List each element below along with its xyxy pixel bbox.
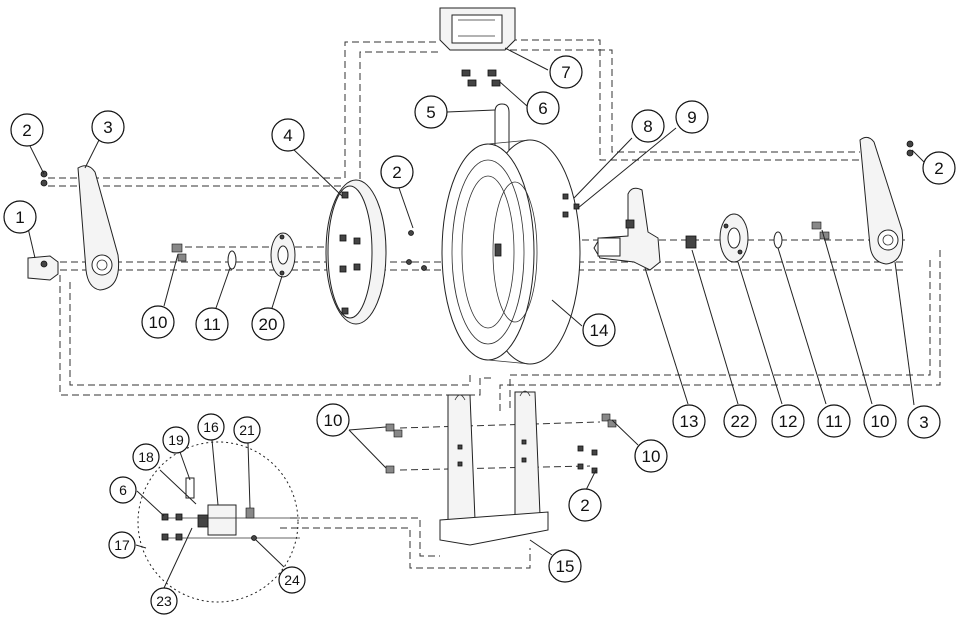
callout-c24: 24	[278, 566, 306, 594]
callout-label: 1	[15, 208, 24, 227]
callout-label: 11	[825, 412, 843, 431]
callout-label: 6	[119, 482, 127, 498]
callout-c22: 22	[723, 404, 757, 438]
callout-label: 5	[426, 103, 435, 122]
callout-label: 2	[22, 121, 31, 140]
callout-label: 12	[779, 412, 798, 431]
callout-label: 17	[114, 537, 130, 553]
dash-base-lower	[399, 465, 591, 471]
leader-lines	[27, 47, 929, 589]
callout-c7: 7	[549, 55, 583, 89]
u-bolt-part	[494, 103, 510, 150]
motor-part	[593, 187, 661, 271]
callout-c12: 12	[771, 404, 805, 438]
callout-label: 19	[168, 432, 184, 448]
callout-label: 2	[580, 496, 589, 515]
callout-label: 3	[919, 413, 928, 432]
callout-c11b: 11	[817, 404, 851, 438]
callout-label: 8	[643, 117, 652, 136]
base-stand-part	[385, 390, 617, 546]
callout-c19: 19	[162, 426, 190, 454]
callout-c16: 16	[197, 413, 225, 441]
callout-label: 3	[103, 118, 112, 137]
callout-c14: 14	[582, 313, 616, 347]
dash-base-upper	[399, 421, 601, 429]
callout-c10a: 10	[141, 305, 175, 339]
callout-label: 20	[259, 315, 278, 334]
dash-path-upper-left-2	[48, 51, 440, 187]
callout-label: 9	[687, 108, 696, 127]
callout-c2d: 2	[568, 488, 602, 522]
callout-c11a: 11	[195, 307, 229, 341]
callout-c2c: 2	[922, 151, 956, 185]
dash-path-upper-left	[48, 41, 440, 179]
callout-c1: 1	[3, 200, 37, 234]
callout-label: 2	[934, 159, 943, 178]
dash-path-upper-right-2	[510, 49, 860, 153]
callout-label: 13	[680, 412, 699, 431]
callout-label: 18	[138, 449, 154, 465]
dash-path-detail-2	[280, 527, 531, 569]
callout-c10b: 10	[863, 404, 897, 438]
callout-label: 7	[561, 63, 570, 82]
right-bearing-parts	[685, 213, 830, 263]
top-bracket-part	[439, 7, 516, 87]
callout-c10d: 10	[634, 439, 668, 473]
callout-c4: 4	[271, 118, 305, 152]
callout-label: 10	[324, 411, 343, 430]
callout-c2b: 2	[380, 155, 414, 189]
dash-path-lower-right-2	[509, 260, 931, 410]
callout-label: 15	[556, 557, 575, 576]
left-arm-part	[40, 165, 120, 291]
left-bearing-parts	[171, 232, 296, 278]
callout-c17: 17	[108, 531, 136, 559]
callout-label: 21	[239, 422, 255, 438]
callout-c13: 13	[672, 404, 706, 438]
callout-c18: 18	[132, 443, 160, 471]
callout-c3b: 3	[907, 405, 941, 439]
callout-label: 16	[203, 419, 219, 435]
callout-c6b: 6	[109, 476, 137, 504]
dash-path-upper-right	[510, 39, 860, 161]
callout-label: 23	[156, 593, 172, 609]
callout-label: 24	[284, 572, 300, 588]
callout-label: 4	[283, 126, 292, 145]
callout-label: 22	[731, 412, 750, 431]
side-disk-part	[325, 179, 387, 325]
callout-label: 10	[149, 313, 168, 332]
callout-c9: 9	[675, 100, 709, 134]
callout-c8: 8	[631, 109, 665, 143]
callout-label: 10	[642, 447, 661, 466]
callout-c2a: 2	[10, 113, 44, 147]
dash-path-lower-left-2	[69, 282, 471, 386]
callout-c20: 20	[251, 307, 285, 341]
callout-label: 2	[392, 163, 401, 182]
callout-label: 6	[538, 99, 547, 118]
dash-path-lower-right	[499, 250, 941, 415]
callout-label: 10	[871, 412, 890, 431]
callout-c3a: 3	[91, 110, 125, 144]
callout-label: 14	[590, 321, 609, 340]
dash-path-lower-left	[59, 275, 495, 396]
callout-c5: 5	[414, 95, 448, 129]
dash-path-detail	[290, 517, 440, 557]
callout-c21: 21	[233, 416, 261, 444]
callout-c10c: 10	[316, 403, 350, 437]
callout-c6a: 6	[526, 91, 560, 125]
detail-view	[137, 441, 300, 603]
callout-c23: 23	[150, 587, 178, 615]
callout-c15: 15	[548, 549, 582, 583]
callout-label: 11	[203, 315, 221, 334]
reel-drum-part	[406, 139, 581, 365]
right-arm-part	[859, 136, 914, 265]
swivel-part	[27, 255, 59, 281]
